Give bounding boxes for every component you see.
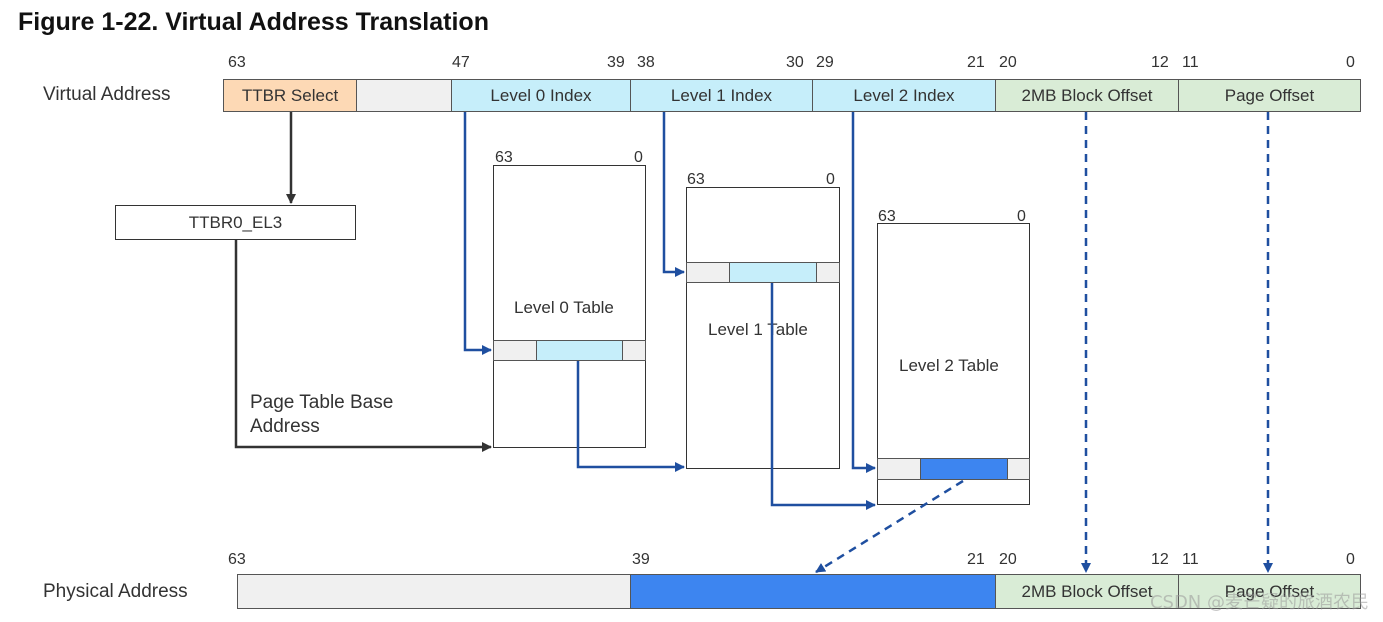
va-field-reserved	[356, 79, 452, 112]
level1-table-bit-hi: 63	[687, 171, 705, 188]
arrow-level2-index	[851, 112, 876, 473]
ttbr0-el3-register: TTBR0_EL3	[115, 205, 356, 240]
va-field-level1-index: Level 1 Index	[630, 79, 813, 112]
level2-table-bit-hi: 63	[878, 208, 896, 225]
va-field-page-offset: Page Offset	[1178, 79, 1361, 112]
pa-bit-63: 63	[228, 551, 246, 568]
physical-address-label: Physical Address	[43, 581, 188, 602]
va-bit-21: 21	[967, 54, 985, 71]
level2-table-bit-lo: 0	[1017, 208, 1026, 225]
figure-title: Figure 1-22. Virtual Address Translation	[18, 8, 489, 36]
va-bit-29: 29	[816, 54, 834, 71]
va-field-level0-index: Level 0 Index	[451, 79, 631, 112]
pa-field-page-offset: Page Offset	[1178, 574, 1361, 609]
va-bit-12: 12	[1151, 54, 1169, 71]
level0-table-entry-address	[536, 340, 623, 361]
va-bit-20: 20	[999, 54, 1017, 71]
level1-table-entry-address	[729, 262, 817, 283]
pa-field-output-address	[630, 574, 996, 609]
level2-table-entry-output	[920, 458, 1008, 480]
va-bit-0: 0	[1346, 54, 1355, 71]
pa-bit-11: 11	[1182, 551, 1199, 568]
va-field-block-offset: 2MB Block Offset	[995, 79, 1179, 112]
va-bit-38: 38	[637, 54, 655, 71]
pa-bit-12: 12	[1151, 551, 1169, 568]
level2-table-label: Level 2 Table	[899, 356, 999, 375]
virtual-address-label: Virtual Address	[43, 84, 171, 105]
pa-bit-20: 20	[999, 551, 1017, 568]
va-field-ttbr-select: TTBR Select	[223, 79, 357, 112]
va-bit-11: 11	[1182, 54, 1199, 71]
watermark: CSDN @麦芒疑的旅酒农民	[1149, 592, 1369, 613]
pa-bit-21: 21	[967, 551, 985, 568]
arrow-level0-index	[463, 112, 492, 355]
level0-table-bit-lo: 0	[634, 149, 643, 166]
level1-table-label: Level 1 Table	[708, 320, 808, 339]
page-table-base-label-line2: Address	[250, 416, 320, 437]
va-bit-63: 63	[228, 54, 246, 71]
pa-bit-39: 39	[632, 551, 650, 568]
arrow-level1-index	[662, 112, 685, 277]
level0-table-bit-hi: 63	[495, 149, 513, 166]
level1-table-bit-lo: 0	[826, 171, 835, 188]
page-table-base-label-line1: Page Table Base	[250, 392, 394, 413]
pa-bit-0: 0	[1346, 551, 1355, 568]
level0-table-label: Level 0 Table	[514, 298, 614, 317]
va-bit-39: 39	[607, 54, 625, 71]
pa-field-block-offset: 2MB Block Offset	[995, 574, 1179, 609]
va-field-level2-index: Level 2 Index	[812, 79, 996, 112]
va-bit-47: 47	[452, 54, 470, 71]
va-bit-30: 30	[786, 54, 804, 71]
pa-field-upper	[237, 574, 631, 609]
